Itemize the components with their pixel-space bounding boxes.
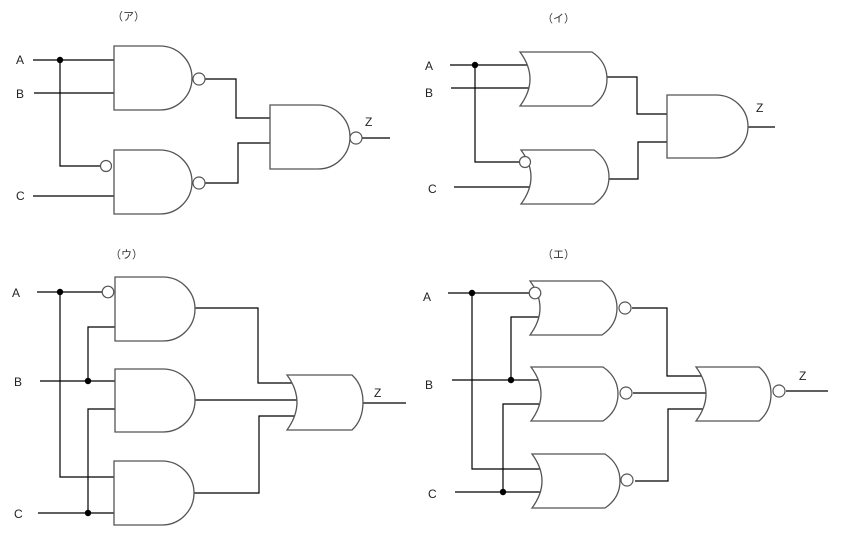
output-label-z: Z [365,115,372,129]
inverter-bubble [99,159,113,173]
junction-dot [56,56,64,64]
junction-dot [468,289,476,297]
nor-gate [528,280,618,336]
nand-gate [113,45,193,111]
wire [195,307,298,384]
inverter-bubble [620,473,634,487]
circuit-e: （エ） A B C Z [423,248,828,509]
input-label-a: A [423,290,431,304]
junction-dot [499,488,507,496]
and-gate [113,460,195,526]
output-label-z: Z [756,101,763,115]
circuit-i: （イ） A B C Z [425,12,775,205]
inverter-bubble [618,301,632,315]
inverter-bubble [101,285,115,299]
input-label-a: A [425,59,433,73]
wire [502,403,541,492]
wire [87,408,115,513]
circuit-u: （ウ） A B C Z [12,248,406,526]
wire [474,65,521,163]
wire [87,326,115,381]
or-gate [518,51,608,107]
inverter-bubble [619,386,633,400]
nor-gate [694,366,772,422]
junction-dot [84,509,92,517]
wire [607,76,667,115]
input-label-c: C [428,182,437,196]
output-label-z: Z [799,369,806,383]
input-label-b: B [425,378,433,392]
wire [59,292,115,478]
and-gate [114,276,196,342]
input-label-a: A [16,53,24,67]
nand-gate [269,104,351,170]
inverter-bubble [528,286,542,300]
junction-dot [84,377,92,385]
input-label-c: C [14,507,23,521]
circuit-i-title: （イ） [542,12,575,25]
wire [510,316,542,380]
inverter-bubble [192,72,206,86]
input-label-a: A [12,286,20,300]
inverter-bubble [518,155,532,169]
circuit-u-title: （ウ） [110,248,143,261]
inverter-bubble [772,384,786,398]
input-label-c: C [428,487,437,501]
wire [609,141,667,180]
nor-gate [529,366,619,422]
wire [632,307,706,377]
inverter-bubble [349,131,363,145]
junction-dot [56,288,64,296]
nand-gate [113,149,193,215]
wire [205,78,270,119]
and-gate [114,368,196,433]
output-label-z: Z [374,386,381,400]
wire [194,415,298,494]
wire [59,60,101,167]
and-gate [666,94,749,159]
input-label-c: C [16,189,25,203]
junction-dot [507,376,515,384]
junction-dot [471,61,479,69]
inverter-bubble [192,176,206,190]
or-gate [519,149,610,205]
nor-gate [530,453,621,509]
input-label-b: B [425,86,433,100]
input-label-b: B [16,87,24,101]
circuit-a-title: （ア） [112,10,145,23]
wire [205,142,272,184]
wire [471,293,541,470]
input-label-b: B [14,375,22,389]
circuit-e-title: （エ） [542,248,575,261]
wire [635,408,709,482]
or-gate [285,374,364,431]
circuit-a: （ア） A B C Z [16,10,390,215]
